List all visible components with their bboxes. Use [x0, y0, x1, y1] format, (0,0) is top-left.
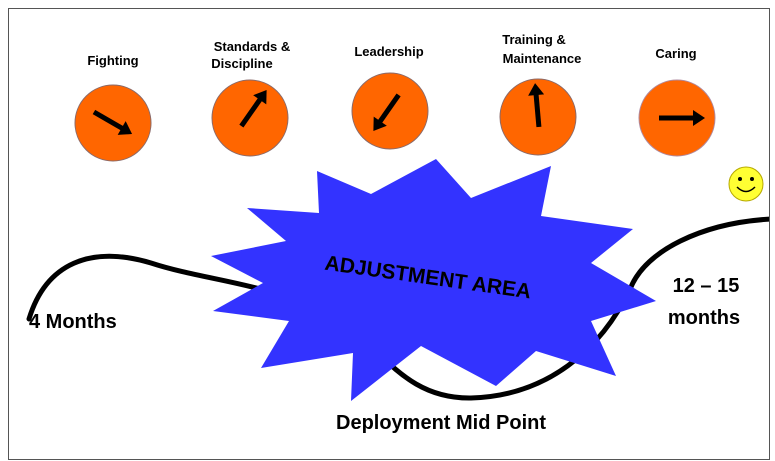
- deployment-curve: [26, 216, 769, 401]
- arrow-right-icon: [659, 110, 705, 126]
- gauge-label-training-line2: Maintenance: [503, 51, 582, 66]
- adjustment-area-starburst: [211, 159, 656, 401]
- gauge-standards-discipline: Standards & Discipline: [211, 39, 291, 157]
- gauge-label-fighting: Fighting: [87, 53, 138, 68]
- gauge-training-maintenance: Training & Maintenance: [499, 32, 582, 156]
- arrow-up-right-icon: [239, 89, 267, 128]
- start-label: 4 Months: [29, 311, 117, 333]
- gauge-leadership: Leadership: [351, 44, 429, 150]
- gauge-label-leadership: Leadership: [354, 44, 423, 59]
- gauge-label-caring: Caring: [655, 46, 696, 61]
- gauge-fighting: Fighting: [74, 53, 152, 162]
- gauge-label-training-line1: Training &: [502, 32, 566, 47]
- arrow-up-icon: [528, 83, 545, 128]
- gauge-label-standards-line1: Standards &: [214, 39, 291, 54]
- midpoint-label: Deployment Mid Point: [336, 412, 546, 434]
- gauge-label-standards-line2: Discipline: [211, 56, 272, 71]
- diagram-frame: ADJUSTMENT AREA Fighting Standards & Dis…: [8, 8, 770, 460]
- arrow-down-right-icon: [92, 109, 133, 135]
- deployment-cycle-diagram: ADJUSTMENT AREA Fighting Standards & Dis…: [26, 32, 769, 434]
- gauge-caring: Caring: [638, 46, 716, 157]
- arrow-down-left-icon: [373, 93, 401, 132]
- end-label-line1: 12 – 15: [673, 275, 740, 297]
- smiley-face-icon: [728, 166, 764, 202]
- end-label-line2: months: [668, 307, 740, 329]
